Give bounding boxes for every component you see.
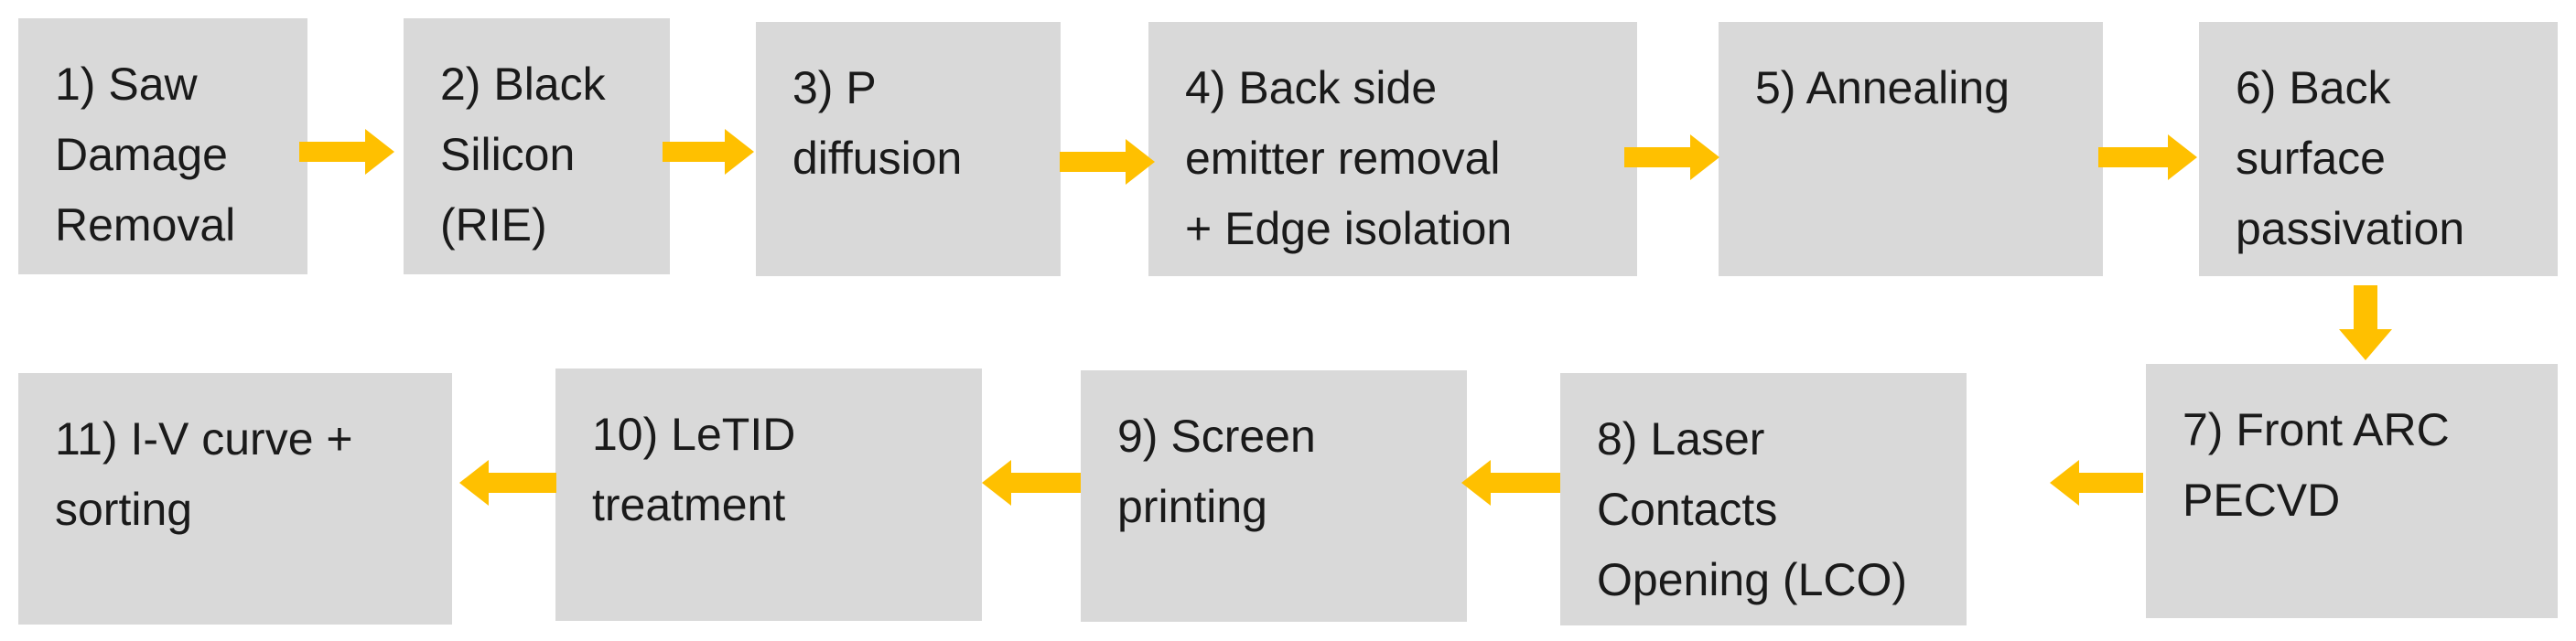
step-10-label: 10) LeTID treatment	[592, 409, 796, 530]
arrow-left-icon	[2050, 460, 2143, 506]
arrow-right-icon	[299, 129, 394, 175]
step-1-box: 1) Saw Damage Removal	[18, 18, 307, 274]
step-7-box: 7) Front ARC PECVD	[2146, 364, 2558, 618]
step-9-box: 9) Screen printing	[1081, 370, 1467, 622]
step-3-box: 3) P diffusion	[756, 22, 1061, 276]
step-9-label: 9) Screen printing	[1117, 411, 1316, 532]
step-1-label: 1) Saw Damage Removal	[55, 59, 236, 251]
step-5-label: 5) Annealing	[1755, 62, 2010, 113]
step-11-box: 11) I-V curve + sorting	[18, 373, 452, 625]
arrow-right-icon	[663, 129, 754, 175]
step-6-box: 6) Back surface passivation	[2199, 22, 2558, 276]
arrow-right-icon	[2098, 134, 2197, 180]
step-4-label: 4) Back side emitter removal + Edge isol…	[1185, 62, 1513, 254]
arrow-left-icon	[982, 460, 1081, 506]
step-6-label: 6) Back surface passivation	[2236, 62, 2465, 254]
step-2-box: 2) Black Silicon (RIE)	[404, 18, 670, 274]
step-2-label: 2) Black Silicon (RIE)	[440, 59, 606, 251]
arrow-left-icon	[459, 460, 556, 506]
step-11-label: 11) I-V curve + sorting	[55, 413, 353, 535]
arrow-right-icon	[1060, 139, 1155, 185]
arrow-left-icon	[1461, 460, 1560, 506]
arrow-down-icon	[2339, 285, 2392, 360]
step-7-label: 7) Front ARC PECVD	[2183, 404, 2450, 526]
arrow-right-icon	[1624, 134, 1719, 180]
step-3-label: 3) P diffusion	[792, 62, 963, 184]
step-8-box: 8) Laser Contacts Opening (LCO)	[1560, 373, 1967, 625]
step-4-box: 4) Back side emitter removal + Edge isol…	[1148, 22, 1637, 276]
step-5-box: 5) Annealing	[1719, 22, 2103, 276]
step-8-label: 8) Laser Contacts Opening (LCO)	[1597, 413, 1908, 605]
step-10-box: 10) LeTID treatment	[555, 369, 982, 621]
